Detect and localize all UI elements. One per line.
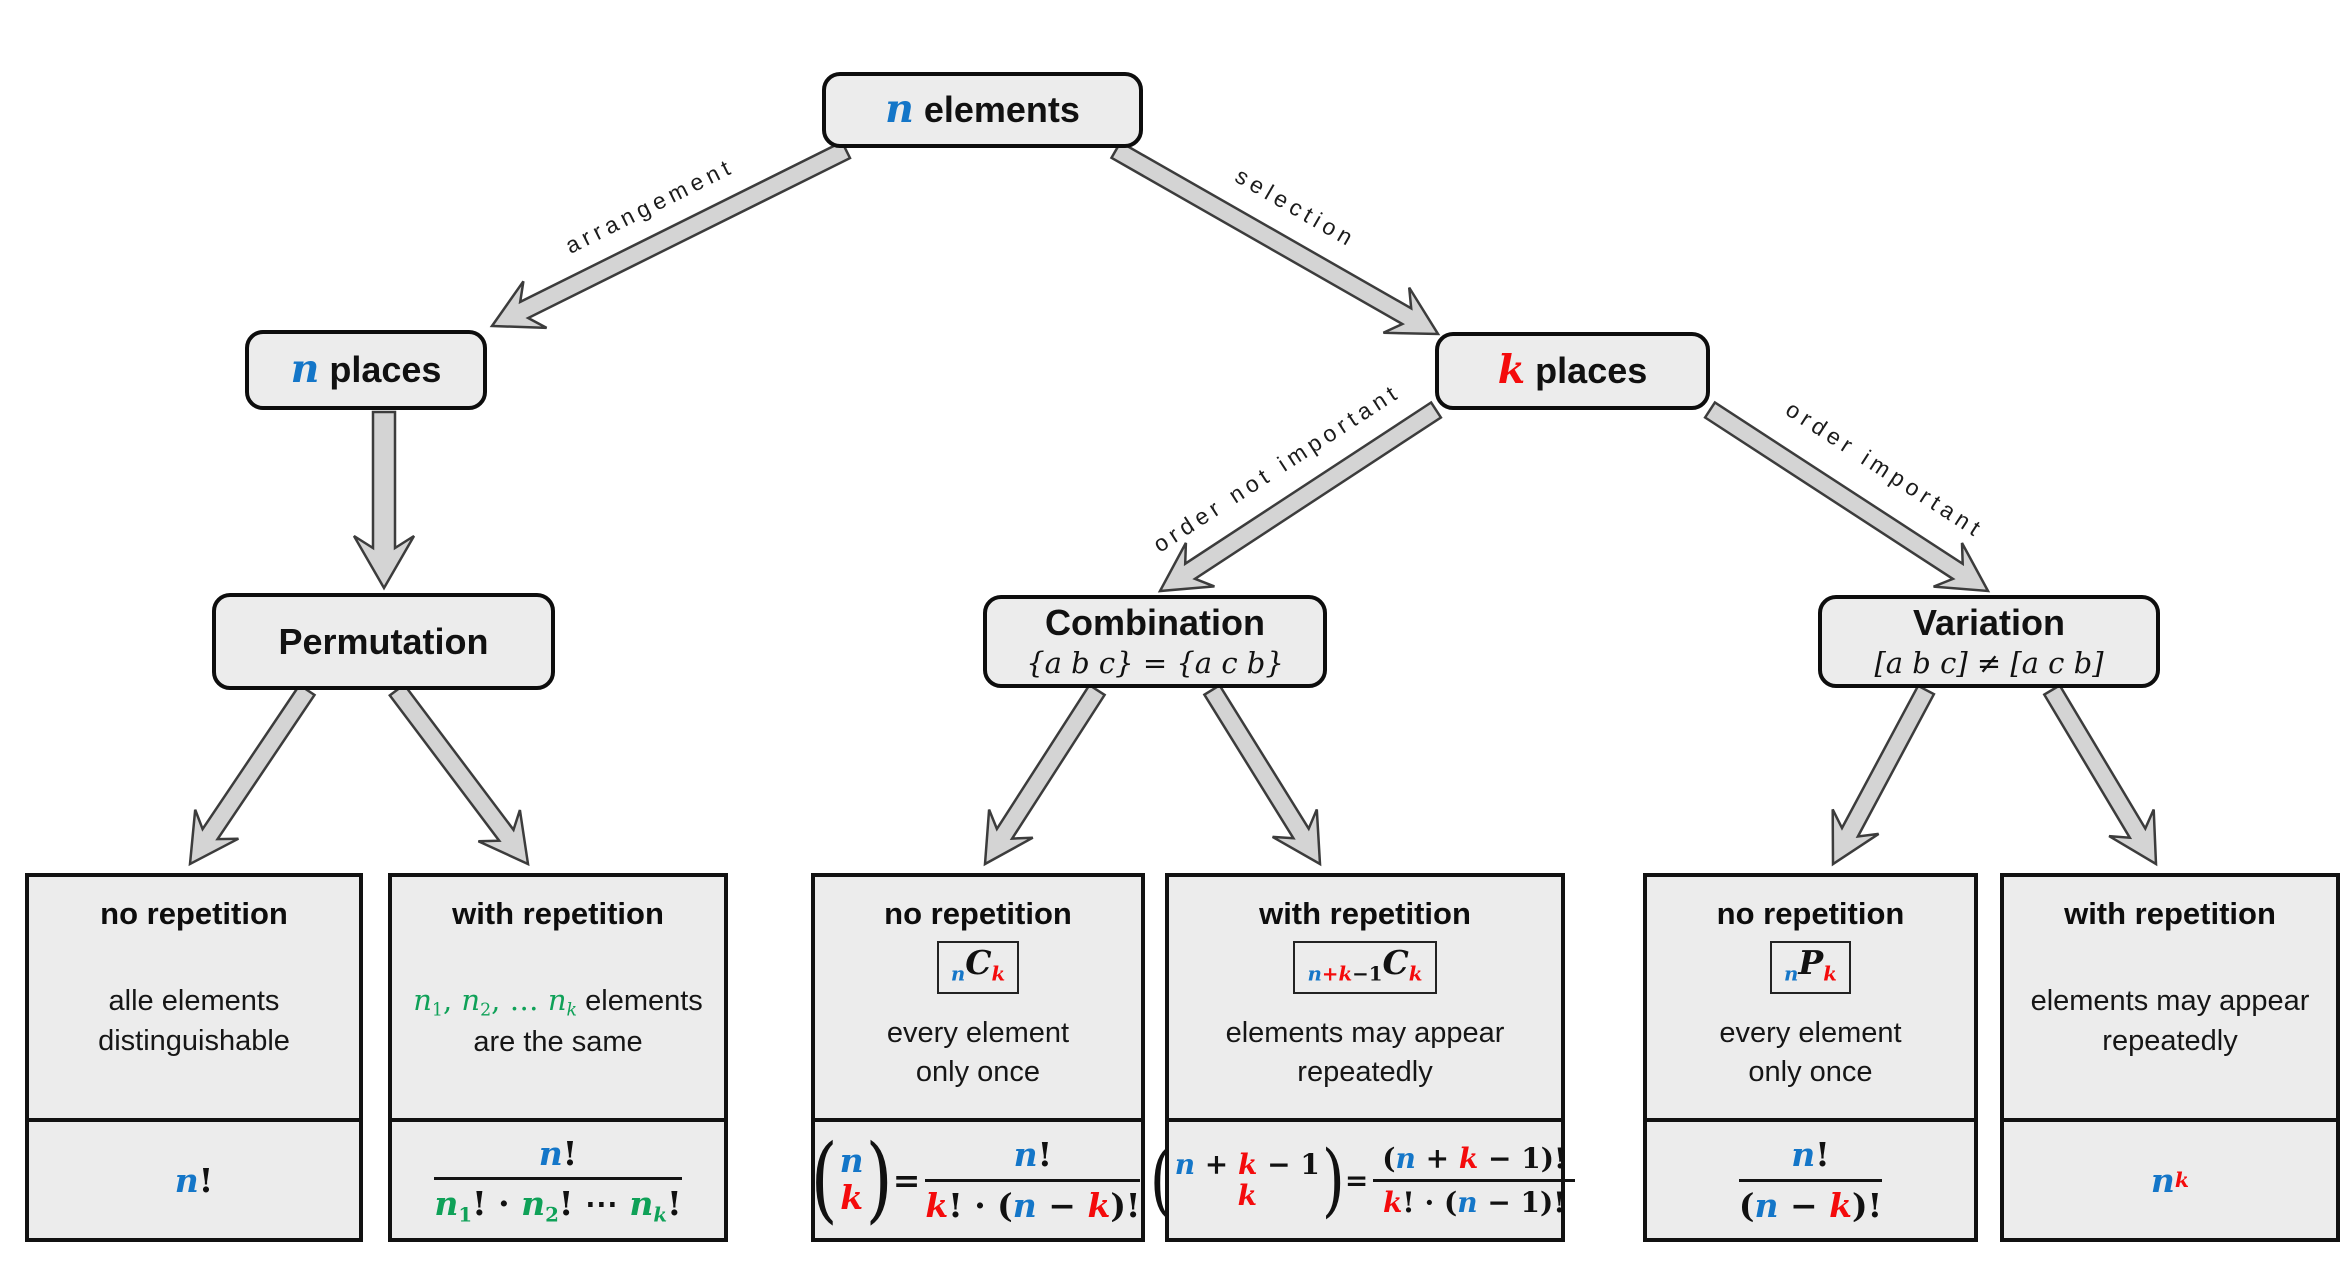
node-variation: Variation [a b c] ≠ [a c b] <box>1818 595 2160 688</box>
node-n-elements-label: n elements <box>885 86 1080 133</box>
leaf-symbol: nPk <box>1770 941 1851 995</box>
leaf-title: with repetition <box>2064 896 2276 931</box>
node-n-elements: n elements <box>822 72 1143 148</box>
leaf-title: no repetition <box>884 896 1072 931</box>
edge-n-places-to-permutation <box>352 410 416 591</box>
node-k-places: k places <box>1435 332 1710 410</box>
leaf-formula: n!(n − k)! <box>1647 1118 1974 1238</box>
node-variation-title: Variation <box>1912 602 2066 644</box>
leaf-title: with repetition <box>452 896 664 931</box>
edge-arrangement <box>489 140 852 330</box>
node-n-places-label: n places <box>290 346 442 393</box>
leaf-box-combination-with-repetition: with repetition n+k−1Ck elements may app… <box>1150 873 1576 1242</box>
node-permutation: Permutation <box>212 593 555 690</box>
edge-selection <box>1109 140 1441 336</box>
edge-variation-no-repetition <box>1831 684 1936 867</box>
leaf-title: no repetition <box>100 896 288 931</box>
leaf-symbol: n+k−1Ck <box>1293 941 1437 995</box>
leaf-title: no repetition <box>1716 896 1905 931</box>
edge-combination-with-repetition <box>1202 683 1322 867</box>
edge-variation-with-repetition <box>2042 683 2158 867</box>
node-combination: Combination {a b c} = {a c b} <box>983 595 1327 688</box>
edge-permutation-no-repetition <box>188 683 317 867</box>
node-combination-title: Combination <box>1045 602 1265 644</box>
edge-order-not-important <box>1157 400 1443 593</box>
node-n-places: n places <box>245 330 487 410</box>
leaf-title: with repetition <box>1259 896 1471 931</box>
leaf-symbol: nCk <box>936 941 1020 995</box>
edge-order-important <box>1703 400 1991 593</box>
leaf-formula: n! <box>29 1118 359 1238</box>
node-k-places-label: k places <box>1497 347 1648 394</box>
edge-permutation-with-repetition <box>388 682 530 867</box>
edge-combination-no-repetition <box>983 683 1107 867</box>
leaf-formula: n!n1! · n2! ⋯ nk! <box>392 1118 724 1238</box>
node-permutation-title: Permutation <box>278 620 489 662</box>
node-combination-subtitle: {a b c} = {a c b} <box>1026 645 1284 680</box>
node-variation-subtitle: [a b c] ≠ [a c b] <box>1874 645 2104 680</box>
